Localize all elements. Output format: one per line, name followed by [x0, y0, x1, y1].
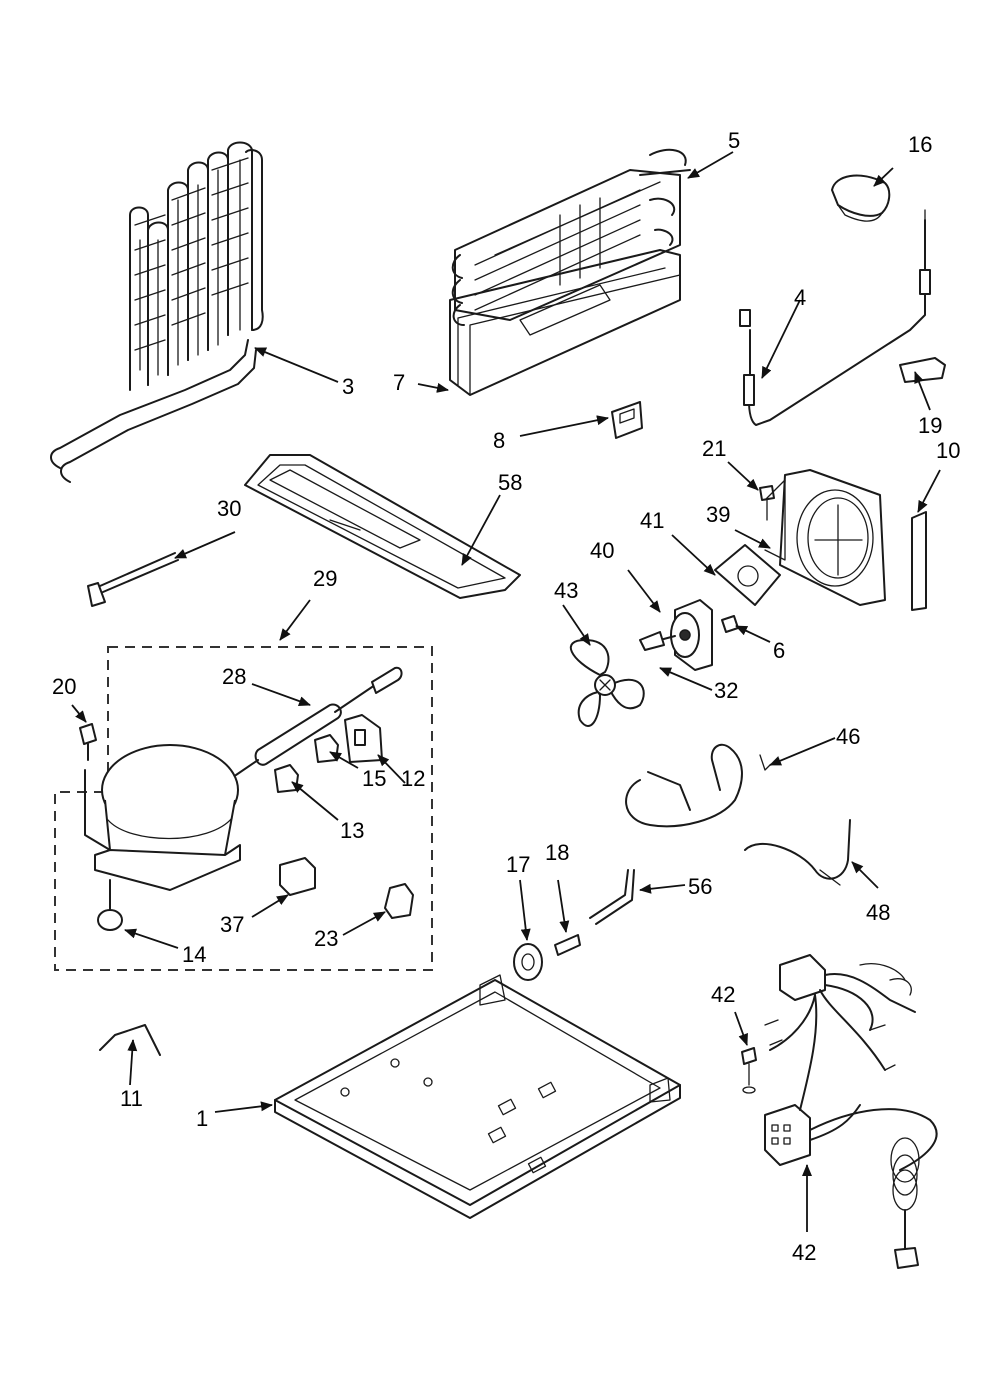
strip-drawing [911, 511, 927, 611]
compressor-drawing [84, 744, 241, 931]
base-frame-drawing [274, 974, 681, 1219]
fan-motor-drawing [659, 599, 713, 671]
overload-drawing [384, 883, 414, 919]
callout-30: 30 [217, 496, 241, 521]
plate-drawing [714, 544, 781, 606]
callout-42: 42 [792, 1240, 816, 1265]
filter-drier-drawing [235, 666, 403, 776]
capacitor-drawing [279, 857, 316, 896]
callout-47: 48 [866, 900, 890, 925]
screw-drawing [759, 485, 775, 521]
callout-6: 6 [773, 638, 785, 663]
callout-18: 18 [545, 840, 569, 865]
callout-46: 46 [836, 724, 860, 749]
bolt-drawing [79, 723, 97, 761]
callout-19: 19 [918, 413, 942, 438]
callout-5: 5 [728, 128, 740, 153]
callout-3: 3 [342, 374, 354, 399]
callout-7: 7 [393, 370, 405, 395]
small-clip-drawing [899, 357, 946, 383]
callout-48: 56 [688, 874, 712, 899]
small-screw-drawing [721, 615, 739, 633]
cable-tie-drawing [87, 552, 179, 607]
callout-10: 10 [936, 438, 960, 463]
wire-harness-drawing [764, 954, 938, 1269]
callout-12: 12 [401, 766, 425, 791]
callout-20: 20 [52, 674, 76, 699]
callout-40: 40 [590, 538, 614, 563]
callout-37: 32 [714, 678, 738, 703]
callout-8: 8 [493, 428, 505, 453]
cap-drawing [831, 174, 891, 222]
callout-14: 14 [182, 942, 206, 967]
axle-drawing [554, 934, 581, 956]
callout-21: 21 [702, 436, 726, 461]
callout-16: 16 [908, 132, 932, 157]
callout-15: 15 [362, 766, 386, 791]
callout-labels: 3 5 16 4 7 8 19 21 10 30 58 39 41 40 43 … [52, 128, 960, 1265]
evaporator-drawing [449, 148, 691, 396]
callout-23: 23 [314, 926, 338, 951]
roller-drawing [513, 943, 543, 981]
callout-28: 29 [313, 566, 337, 591]
sensor-wire-drawing [739, 209, 931, 426]
screw-56-drawing [741, 1047, 757, 1094]
condenser-coil-drawing [50, 141, 264, 483]
callout-41: 41 [640, 508, 664, 533]
tube-46-drawing [625, 743, 771, 828]
clip-drawing [611, 401, 643, 439]
callout-1: 1 [196, 1106, 208, 1131]
fan-shroud-drawing [764, 469, 886, 606]
tube-48-drawing [589, 869, 635, 925]
callout-58: 58 [498, 470, 522, 495]
fan-blade-drawing [570, 631, 665, 727]
callout-13: 13 [340, 818, 364, 843]
callout-32: 37 [220, 912, 244, 937]
tray-drawing [244, 454, 521, 599]
callout-17: 17 [506, 852, 530, 877]
callout-29: 28 [222, 664, 246, 689]
spring-drawing [99, 1024, 161, 1056]
compressor-kit-box [54, 646, 433, 971]
callout-4: 4 [794, 285, 806, 310]
callout-11: 11 [120, 1086, 143, 1111]
callout-39: 39 [706, 502, 730, 527]
callout-leaders [71, 151, 941, 1232]
tube-47-drawing [744, 819, 851, 886]
callout-43: 43 [554, 578, 578, 603]
callout-56: 42 [711, 982, 735, 1007]
